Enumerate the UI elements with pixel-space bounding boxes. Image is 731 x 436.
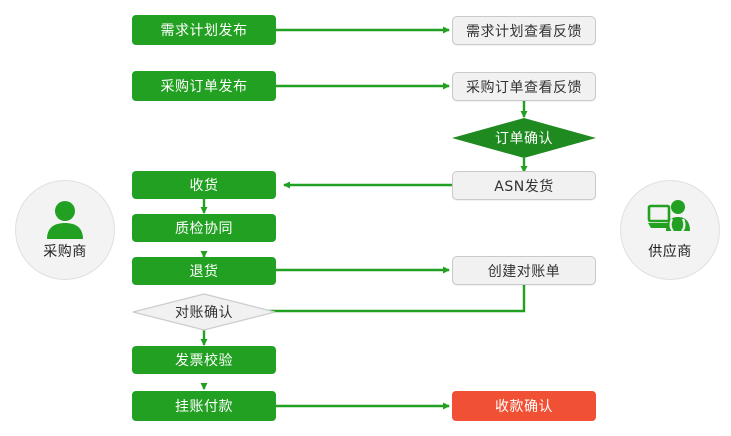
node-label: 订单确认 [495,131,553,147]
node-label: 创建对账单 [487,263,561,280]
node-label: 收款确认 [495,399,553,415]
actor-buyer[interactable]: 采购商 [15,180,115,280]
actor-buyer-label: 采购商 [43,244,87,260]
node-label: ASN发货 [494,178,554,195]
actor-supplier-label: 供应商 [648,244,692,260]
node-demand-plan-publish[interactable]: 需求计划发布 [132,15,276,45]
node-label: 需求计划查看反馈 [466,23,582,40]
node-order-confirm[interactable]: 订单确认 [452,118,596,158]
node-label: 需求计划发布 [160,23,248,39]
diamond-shape-icon [452,118,596,158]
node-label: 退货 [189,264,219,280]
person-at-computer-icon [647,200,690,232]
node-label: 发票校验 [175,353,233,369]
node-label: 采购订单发布 [160,79,248,95]
actor-supplier[interactable]: 供应商 [620,180,720,280]
node-return-goods[interactable]: 退货 [132,257,276,285]
node-label: 挂账付款 [175,399,233,415]
node-label: 质检协同 [175,221,233,237]
node-statement-confirm[interactable]: 对账确认 [132,293,276,331]
node-receipt-confirm[interactable]: 收款确认 [452,391,596,421]
person-icon [47,201,83,239]
node-receive-goods[interactable]: 收货 [132,171,276,199]
diamond-shape-icon [132,293,276,331]
node-pending-payment[interactable]: 挂账付款 [132,391,276,421]
node-create-statement[interactable]: 创建对账单 [452,256,596,285]
node-demand-plan-feedback[interactable]: 需求计划查看反馈 [452,16,596,45]
node-label: 对账确认 [175,305,233,321]
node-label: 采购订单查看反馈 [466,79,582,96]
node-label: 收货 [189,178,219,194]
node-invoice-check[interactable]: 发票校验 [132,346,276,374]
node-po-feedback[interactable]: 采购订单查看反馈 [452,72,596,101]
node-quality-collab[interactable]: 质检协同 [132,214,276,242]
node-asn-ship[interactable]: ASN发货 [452,171,596,200]
node-po-publish[interactable]: 采购订单发布 [132,71,276,101]
